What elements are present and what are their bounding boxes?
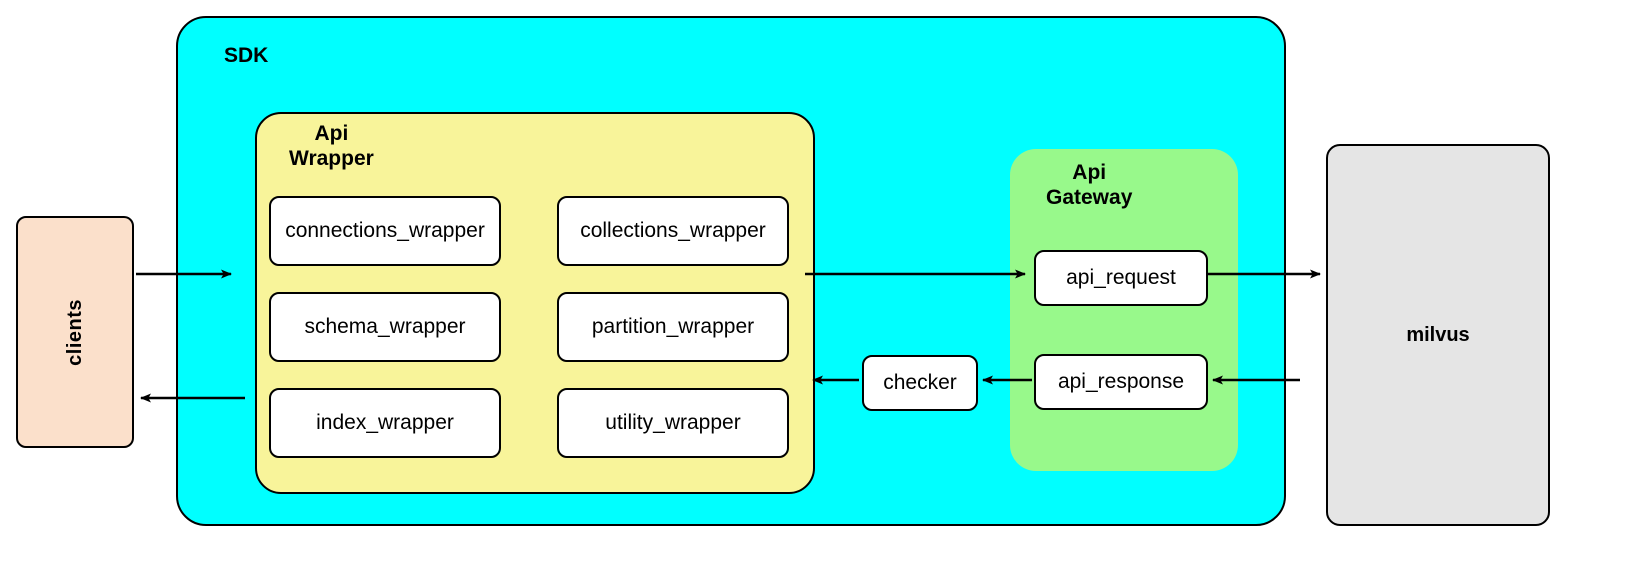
cell-api-request[interactable]: api_request (1034, 250, 1208, 306)
cell-utility-wrapper-label: utility_wrapper (605, 411, 741, 434)
sdk-container: SDK Api Wrapper connections_wrapper coll… (176, 16, 1286, 526)
cell-partition-wrapper[interactable]: partition_wrapper (557, 292, 789, 362)
cell-index-wrapper[interactable]: index_wrapper (269, 388, 501, 458)
cell-api-request-label: api_request (1066, 266, 1176, 289)
cell-partition-wrapper-label: partition_wrapper (591, 315, 755, 338)
cell-utility-wrapper[interactable]: utility_wrapper (557, 388, 789, 458)
api-gateway-container: Api Gateway api_request api_response (1010, 149, 1238, 471)
cell-connections-wrapper-label: connections_wrapper (285, 219, 485, 242)
cell-api-response[interactable]: api_response (1034, 354, 1208, 410)
clients-node-label: clients (63, 298, 86, 366)
cell-index-wrapper-label: index_wrapper (316, 411, 454, 434)
checker-node[interactable]: checker (862, 355, 978, 411)
cell-collections-wrapper[interactable]: collections_wrapper (557, 196, 789, 266)
milvus-node-label: milvus (1406, 323, 1470, 346)
cell-collections-wrapper-label: collections_wrapper (580, 219, 766, 242)
clients-node[interactable]: clients (16, 216, 134, 448)
cell-api-response-label: api_response (1057, 370, 1185, 393)
api-wrapper-container: Api Wrapper connections_wrapper collecti… (255, 112, 815, 494)
cell-schema-wrapper-label: schema_wrapper (304, 315, 466, 338)
cell-schema-wrapper[interactable]: schema_wrapper (269, 292, 501, 362)
sdk-label: SDK (224, 44, 269, 67)
api-gateway-label: Api Gateway (1046, 161, 1133, 209)
milvus-node[interactable]: milvus (1326, 144, 1550, 526)
checker-node-label: checker (883, 371, 957, 394)
api-wrapper-label: Api Wrapper (289, 122, 374, 170)
cell-connections-wrapper[interactable]: connections_wrapper (269, 196, 501, 266)
